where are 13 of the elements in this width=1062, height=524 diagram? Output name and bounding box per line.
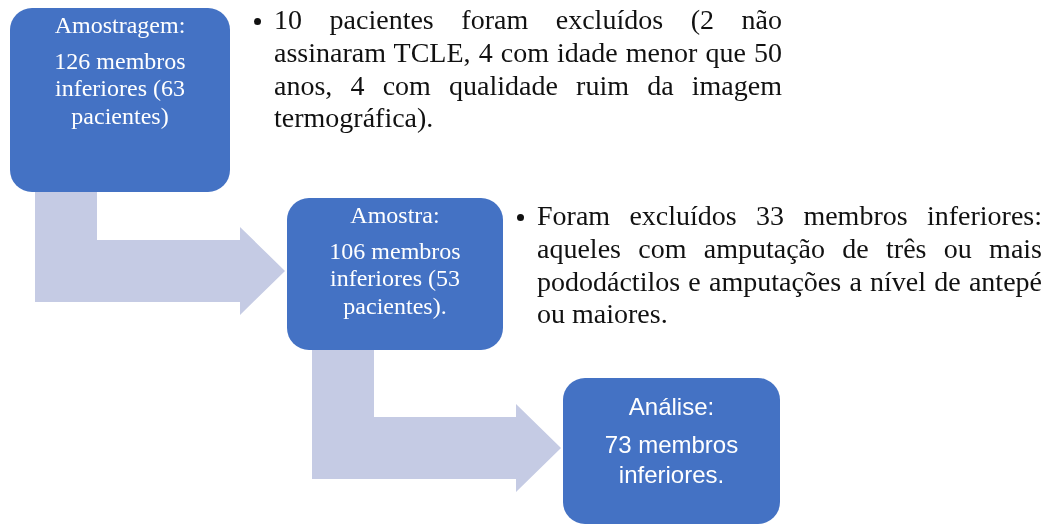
step-heading: Amostragem: (54, 12, 186, 40)
step-heading: Análise: (628, 392, 715, 422)
process-box (287, 198, 503, 350)
process-box (563, 378, 780, 524)
step-text: 73 membros inferiores. (603, 430, 740, 490)
note-text: Foram excluídos 33 membros inferiores: aqueles com amputação de três ou mais pododáctilos e amputações a nível de antepé ou maiores. (537, 200, 1042, 330)
step-text: 106 membros inferiores (53 pacientes). (328, 237, 462, 321)
process-box (10, 8, 230, 192)
bent-arrow (312, 350, 561, 493)
step-text: 126 membros inferiores (63 pacientes) (53, 47, 187, 131)
note-text: 10 pacientes foram excluídos (2 não assinaram TCLE, 4 com idade menor que 50 anos, 4 com qualidade ruim da imagem termográfica). (274, 4, 782, 134)
bent-arrow (35, 192, 285, 315)
step-heading: Amostra: (350, 202, 440, 230)
